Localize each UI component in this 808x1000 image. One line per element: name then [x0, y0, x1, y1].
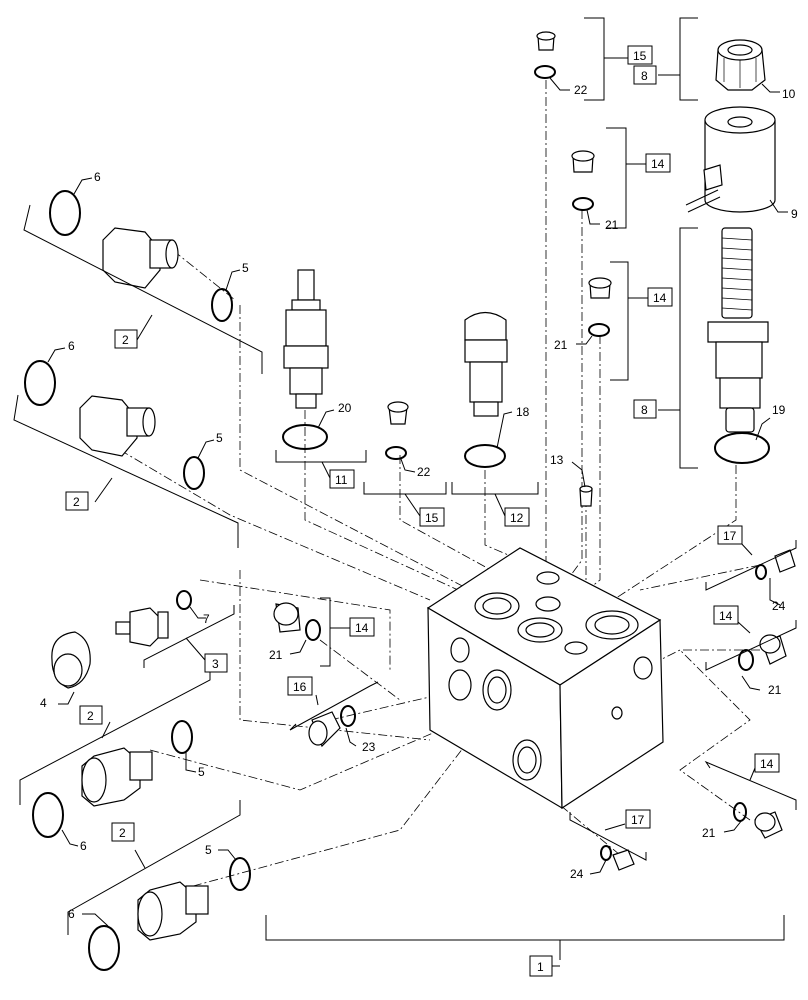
- callout-21: 21: [605, 218, 619, 232]
- plug-14-c: [273, 602, 301, 633]
- callout-box-14: [754, 753, 780, 773]
- dust-cap-4: [51, 631, 91, 689]
- leader-lines: [47, 77, 788, 927]
- callout-2: 2: [122, 333, 129, 347]
- callout-23: 23: [362, 740, 376, 754]
- callout-box-14: [645, 153, 671, 173]
- callout-10: 10: [782, 87, 796, 101]
- callout-17: 17: [723, 529, 737, 543]
- callout-16: 16: [293, 680, 307, 694]
- callout-2: 2: [119, 826, 126, 840]
- callout-6: 6: [94, 170, 101, 184]
- callout-8: 8: [641, 403, 648, 417]
- callout-box-14: [647, 287, 673, 307]
- callout-box-17: [717, 525, 743, 545]
- callout-21: 21: [702, 826, 716, 840]
- callout-5: 5: [216, 431, 223, 445]
- callout-8: 8: [641, 69, 648, 83]
- brackets: [13, 17, 797, 967]
- callout-14: 14: [719, 609, 733, 623]
- fitting-3: [115, 607, 169, 647]
- callout-box-15: [419, 507, 445, 527]
- callout-15: 15: [425, 511, 439, 525]
- plug-14-e: [754, 811, 783, 839]
- plug-17-b: [612, 849, 635, 871]
- solenoid-nut: [715, 39, 766, 91]
- callout-6: 6: [68, 339, 75, 353]
- callout-box-14: [713, 605, 739, 625]
- fitting-lower-left-1: [81, 747, 153, 807]
- callout-9: 9: [791, 207, 798, 221]
- fitting-upper-left-2: [79, 395, 156, 457]
- fitting-lower-left-2: [137, 881, 209, 941]
- callout-22: 22: [417, 465, 431, 479]
- callout-box-11: [329, 469, 355, 489]
- callout-11: 11: [335, 473, 348, 487]
- callout-box-8: [633, 399, 657, 419]
- callout-box-2: [79, 705, 103, 725]
- callout-box-2: [111, 822, 135, 842]
- callout-5: 5: [242, 261, 249, 275]
- plug-14-b: [588, 277, 612, 299]
- relief-valve-cartridge: [283, 269, 329, 409]
- callout-7: 7: [203, 612, 210, 626]
- plug-14-d: [759, 634, 787, 665]
- callout-6: 6: [80, 839, 87, 853]
- callout-14: 14: [355, 621, 369, 635]
- callout-13: 13: [550, 453, 564, 467]
- callout-box-1: [529, 955, 553, 977]
- callout-1: 1: [537, 960, 544, 974]
- callout-box-14: [349, 617, 375, 637]
- check-valve-cartridge: [464, 311, 508, 417]
- callout-box-15: [627, 45, 653, 65]
- callout-4: 4: [40, 696, 47, 710]
- callout-22: 22: [574, 83, 588, 97]
- plug-13: [579, 485, 593, 507]
- callout-21: 21: [269, 648, 283, 662]
- plug-14-a: [571, 150, 595, 173]
- callout-14: 14: [651, 157, 665, 171]
- callout-3: 3: [212, 657, 219, 671]
- callout-5: 5: [205, 843, 212, 857]
- valve-block: [426, 547, 664, 810]
- callout-18: 18: [516, 405, 530, 419]
- callout-12: 12: [510, 511, 524, 525]
- callout-19: 19: [772, 403, 786, 417]
- callout-21: 21: [768, 683, 782, 697]
- callout-24: 24: [772, 599, 786, 613]
- callout-20: 20: [338, 401, 352, 415]
- assembly-paths: [119, 80, 761, 896]
- plug-16: [308, 711, 341, 748]
- callout-box-3: [204, 653, 228, 673]
- callout-2: 2: [73, 495, 80, 509]
- callout-6: 6: [68, 907, 75, 921]
- solenoid-coil: [685, 106, 776, 213]
- plug-22-top: [536, 31, 556, 51]
- fitting-upper-left-1: [102, 227, 179, 289]
- callout-5: 5: [198, 765, 205, 779]
- callout-box-17: [625, 809, 651, 829]
- callout-box-2: [65, 491, 89, 511]
- callout-14: 14: [653, 291, 667, 305]
- callout-15: 15: [633, 49, 647, 63]
- solenoid-cartridge: [707, 227, 769, 433]
- callout-labels: 10 22 15 8 9 14 21 14 21 8 19 6 5 2 6 5 …: [40, 45, 798, 977]
- callout-2: 2: [87, 709, 94, 723]
- callout-24: 24: [570, 867, 584, 881]
- callout-box-2: [114, 329, 138, 349]
- callout-21: 21: [554, 338, 568, 352]
- callout-box-8: [633, 65, 657, 85]
- callout-17: 17: [631, 813, 645, 827]
- callout-box-16: [287, 676, 313, 696]
- plug-22-mid: [387, 401, 409, 425]
- callout-box-12: [504, 507, 530, 527]
- callout-14: 14: [760, 757, 774, 771]
